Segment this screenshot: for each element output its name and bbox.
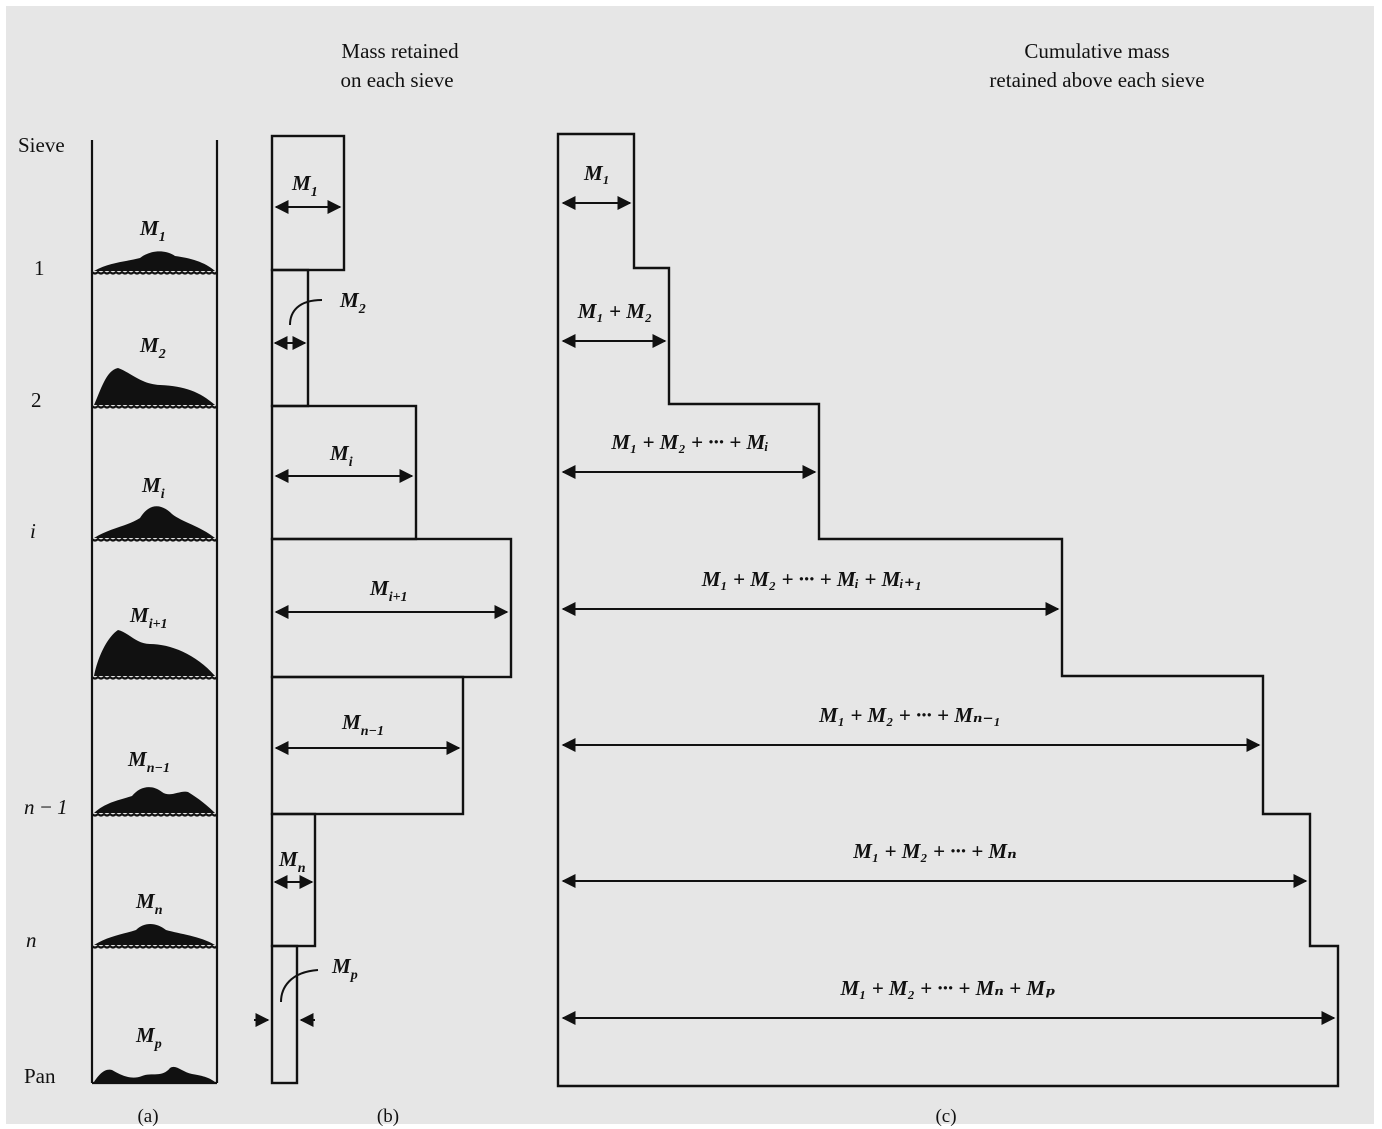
- header-mass-retained-line2: on each sieve: [340, 68, 453, 92]
- sieve-label-1: 1: [34, 256, 45, 280]
- sieve-mesh-n: [91, 944, 218, 949]
- cum-label-p: M₁ + M₂ + ··· + Mₙ + Mₚ: [839, 976, 1055, 1000]
- cumulative-staircase: [556, 132, 1340, 1088]
- soil-pile-n: [94, 924, 215, 945]
- panel-a-label-m1: M1: [139, 216, 166, 245]
- sieve-mesh-i: [91, 537, 218, 542]
- panel-a-label-mi: Mi: [141, 473, 165, 502]
- soil-pile-i-plus-1: [94, 630, 215, 676]
- caption-c: (c): [935, 1106, 956, 1127]
- bar-mn1: [270, 675, 465, 816]
- panel-a-label-mi1: Mi+1: [129, 603, 168, 632]
- panel-a-label-m2: M2: [139, 333, 166, 362]
- soil-pile-pan: [94, 1066, 215, 1082]
- panel-b-label-mn: Mn: [278, 847, 306, 876]
- soil-pile-i: [94, 506, 215, 538]
- cum-label-n1: M₁ + M₂ + ··· + Mₙ₋₁: [818, 703, 1001, 727]
- caption-a: (a): [137, 1106, 158, 1127]
- sieve-mesh-1: [91, 270, 218, 275]
- cum-label-i1: M₁ + M₂ + ··· + Mᵢ + Mᵢ₊₁: [701, 567, 922, 591]
- panel-b-label-m2: M2: [339, 288, 366, 317]
- sieve-label-i: i: [30, 519, 36, 543]
- bar-mp: [270, 944, 299, 1085]
- panel-b-label-m1: M1: [291, 171, 318, 200]
- sieve-mesh-i-plus-1: [91, 675, 218, 680]
- panel-a-label-mp: Mp: [135, 1023, 162, 1052]
- sieve-mesh-2: [91, 404, 218, 409]
- cum-label-2: M₁ + M₂: [577, 299, 652, 323]
- sieve-label-n: n: [26, 928, 37, 952]
- cum-label-1: M₁: [583, 161, 610, 185]
- panel-a-label-mn: Mn: [135, 889, 163, 918]
- panel-b-histogram: M1 M2 Mi Mi+1 Mn−1 Mn Mp: [254, 134, 513, 1085]
- leader-m2: [289, 299, 323, 326]
- figure-background: [6, 6, 1374, 1124]
- header-cumulative-line1: Cumulative mass: [1024, 39, 1169, 63]
- panel-a-label-mn1: Mn−1: [127, 747, 170, 776]
- soil-pile-n-minus-1: [94, 787, 215, 813]
- panel-b-label-mp: Mp: [331, 954, 358, 983]
- leader-mp: [280, 969, 319, 1003]
- panel-b-label-mi: Mi: [329, 441, 353, 470]
- cum-label-i: M₁ + M₂ + ··· + Mᵢ: [610, 430, 768, 454]
- panel-c-cumulative: M₁ M₁ + M₂ M₁ + M₂ + ··· + Mᵢ M₁ + M₂ + …: [556, 132, 1340, 1088]
- panel-b-label-mi1: Mi+1: [369, 576, 408, 605]
- panel-a-sieve-stack: M1 M2 Mi Mi+1 Mn−1 Mn Mp: [90, 140, 219, 1085]
- sieve-label-n-minus-1: n − 1: [24, 795, 68, 819]
- header-mass-retained-line1: Mass retained: [341, 39, 459, 63]
- header-cumulative-line2: retained above each sieve: [989, 68, 1204, 92]
- cum-label-n: M₁ + M₂ + ··· + Mₙ: [852, 839, 1016, 863]
- sieve-label-pan: Pan: [24, 1064, 56, 1088]
- soil-pile-2: [94, 368, 215, 405]
- sieve-label-2: 2: [31, 388, 42, 412]
- caption-b: (b): [377, 1106, 399, 1127]
- sieve-label-heading: Sieve: [18, 133, 65, 157]
- panel-b-label-mn1: Mn−1: [341, 710, 384, 739]
- sieve-mesh-n-minus-1: [91, 812, 218, 817]
- soil-pile-1: [94, 251, 215, 271]
